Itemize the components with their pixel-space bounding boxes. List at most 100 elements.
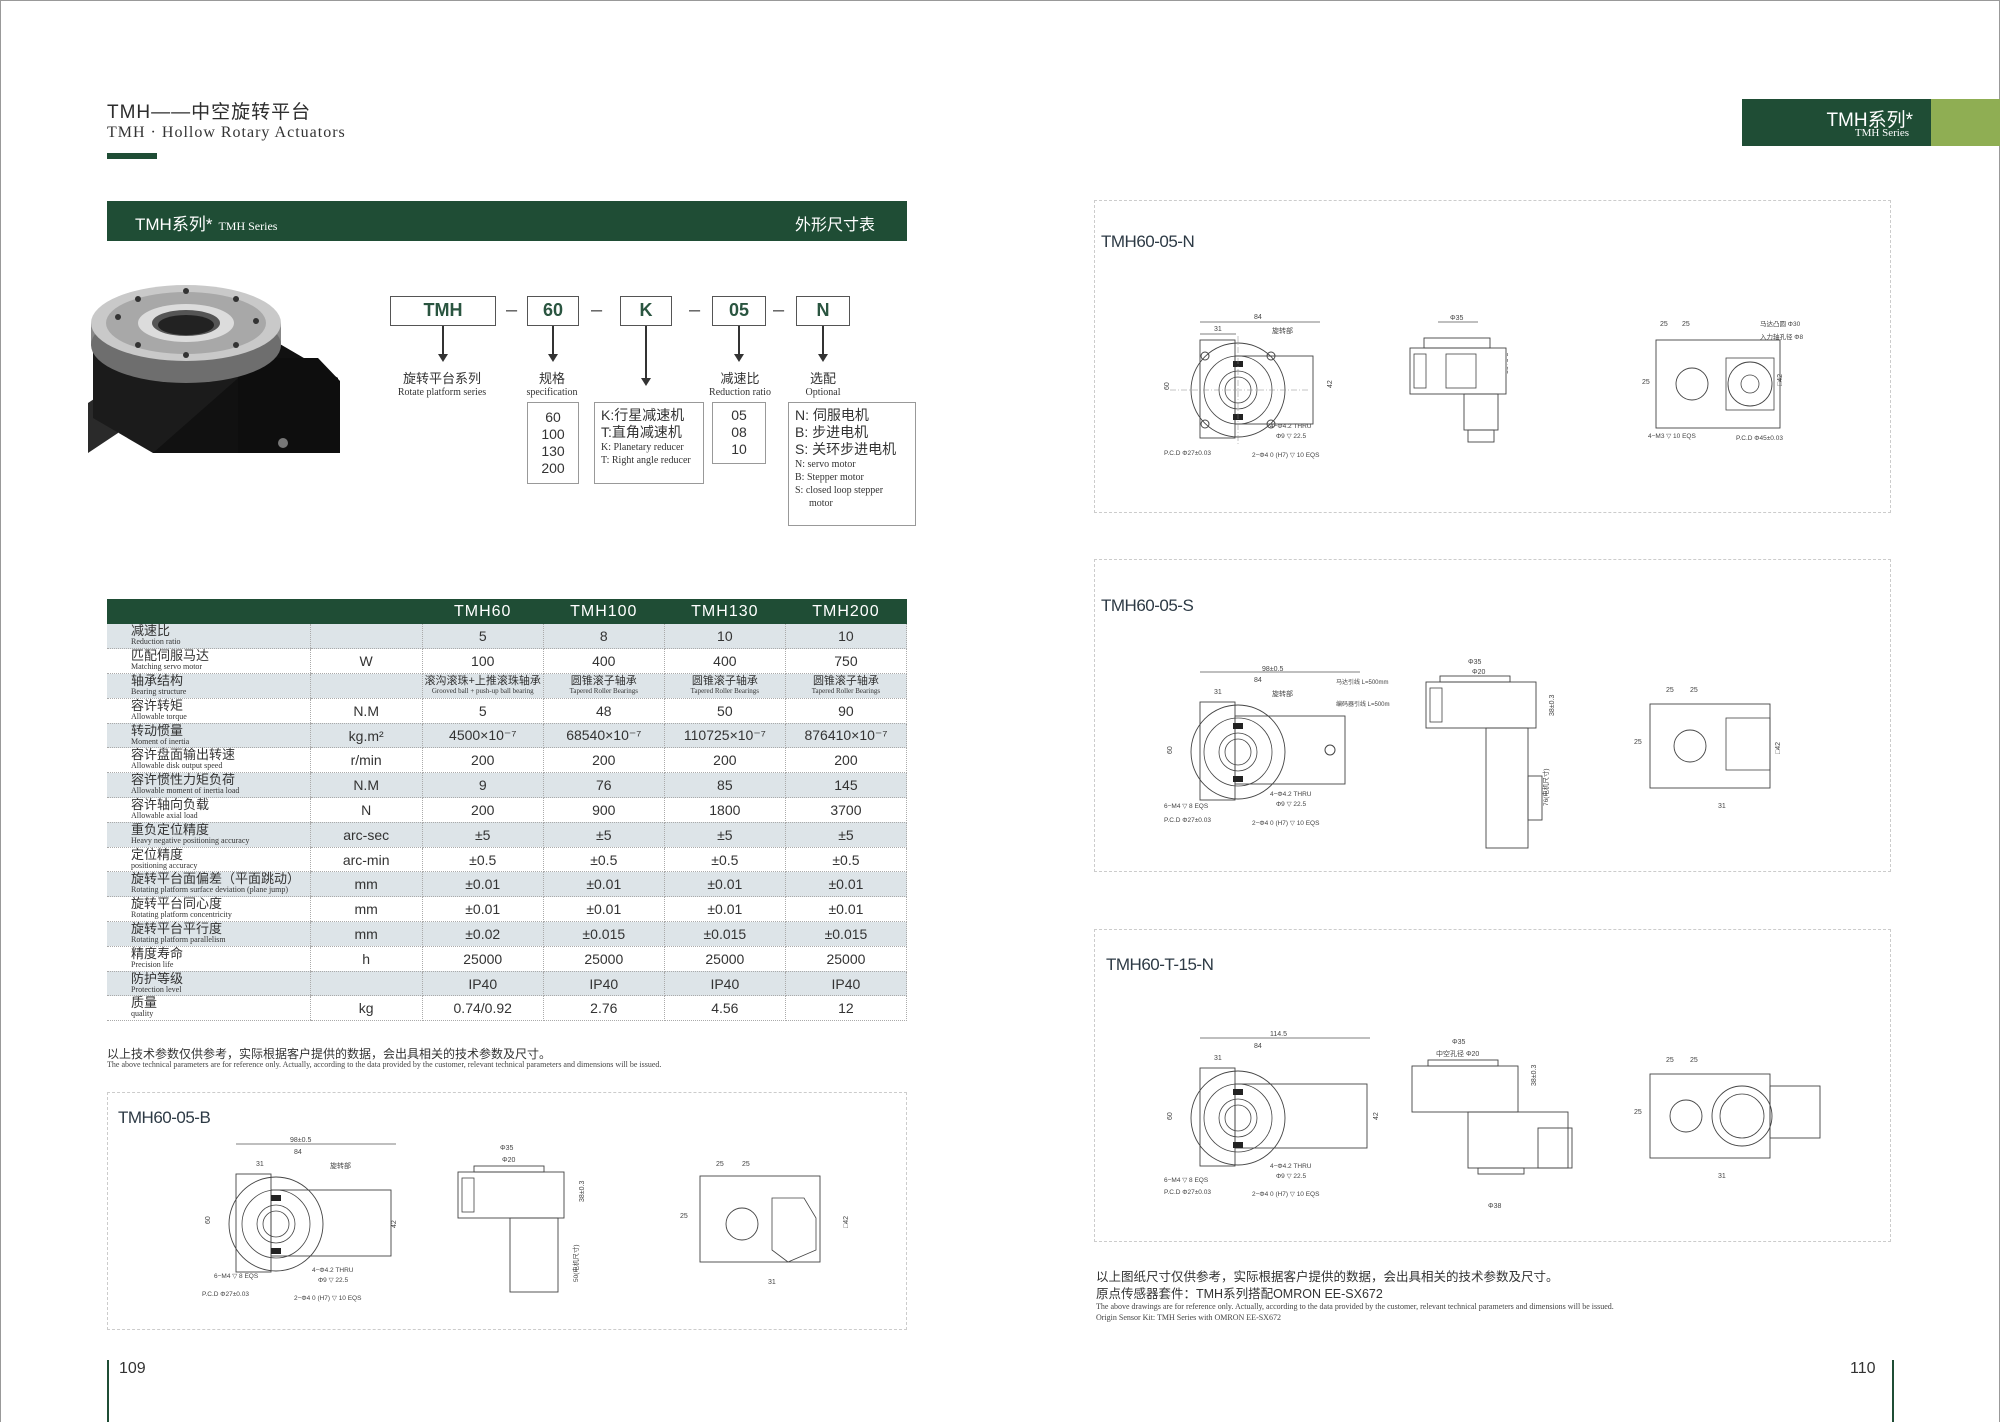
dim-label: 76(电机尺寸)	[1541, 768, 1550, 806]
dim-label: Φ9 ▽ 22.5	[318, 1277, 348, 1284]
spec-value: ±0.5	[664, 847, 786, 873]
dim-label: 38±0.3	[579, 1181, 586, 1202]
spec-note-en: The above technical parameters are for r…	[107, 1060, 662, 1069]
dim-label: 50(电机尺寸)	[571, 1244, 580, 1282]
code-reducer-box: K	[620, 296, 672, 326]
dim-label: P.C.D Φ45±0.03	[1736, 435, 1783, 442]
spec-value: 900	[543, 797, 665, 823]
front-view-drawing: 114.5 84 31 60 42 4−Φ4.2 THRU Φ9 ▽ 22.5 …	[1164, 1031, 1380, 1198]
dim-label: P.C.D Φ27±0.03	[202, 1291, 249, 1298]
spec-value: 5	[422, 698, 544, 724]
dim-label: 25	[1690, 1057, 1698, 1064]
spec-value: 750	[785, 648, 908, 675]
spec-value: 145	[785, 772, 908, 799]
spec-value: 0.74/0.92	[422, 995, 544, 1022]
dim-label: 4−Φ4.2 THRU	[1270, 791, 1312, 798]
col-header: TMH60	[422, 599, 544, 624]
dim-label: 31	[1718, 1173, 1726, 1180]
spec-note-zh: 以上技术参数仅供参考，实际根据客户提供的数据，会出具相关的技术参数及尺寸。	[107, 1047, 552, 1061]
dim-label: 31	[1214, 1055, 1222, 1062]
code-ratio-box: 05	[712, 296, 766, 326]
spec-value: 200	[664, 747, 786, 774]
section-banner: TMH系列*TMH Series 外形尺寸表	[107, 201, 907, 241]
spec-name: 旋转平台面偏差（平面跳动）Rotating platform surface d…	[107, 871, 311, 898]
spec-value: ±0.01	[785, 896, 908, 923]
spec-value: 85	[664, 772, 786, 799]
dim-label: 旋转部	[1272, 689, 1293, 698]
spec-row: 旋转平台面偏差（平面跳动）Rotating platform surface d…	[107, 871, 908, 898]
code-option-box: N	[796, 296, 850, 326]
dim-label: 60	[1167, 746, 1174, 754]
spec-unit: mm	[309, 921, 423, 947]
spec-unit: kg	[309, 995, 423, 1022]
dim-label: 马达凸圆 Φ30	[1760, 319, 1801, 328]
spec-value: ±0.02	[422, 921, 544, 947]
spec-value: ±0.015	[785, 921, 908, 947]
dim-label: 98±0.5	[290, 1137, 311, 1144]
spec-value: 200	[785, 747, 908, 774]
spec-value: ±0.015	[664, 921, 786, 947]
panel-title: TMH60-T-15-N	[1106, 955, 1214, 974]
page-border	[0, 0, 1, 1422]
drawing-panel	[107, 1092, 907, 1330]
spec-value: ±0.01	[422, 871, 544, 898]
spec-value: ±5	[543, 822, 665, 848]
dim-label: 马达引线 L=500mm	[1336, 678, 1389, 686]
dim-label: 31	[256, 1161, 264, 1168]
dim-label: Φ35	[1450, 315, 1463, 322]
series-tab: TMH系列* TMH Series	[1742, 99, 1931, 146]
spec-value: 4500×10⁻⁷	[422, 723, 544, 749]
dim-label: □42	[843, 1216, 850, 1228]
dim-label: 25	[742, 1161, 750, 1168]
dim-label: □42	[1775, 742, 1782, 754]
dim-label: 42	[1327, 380, 1334, 388]
front-view-drawing: 84 31 旋转部 60 42 4−Φ4.2 THRU Φ9 ▽ 22.5 2−…	[1164, 314, 1334, 459]
col-header: TMH200	[785, 599, 907, 624]
spec-value: IP40	[785, 971, 908, 997]
drawing-note-en: The above drawings are for reference onl…	[1096, 1302, 1614, 1311]
dim-label: 84	[1254, 1043, 1262, 1050]
spec-value: ±0.01	[664, 896, 786, 923]
page-border	[0, 0, 2000, 1]
dim-label: 31	[1214, 689, 1222, 696]
dim-label: 84	[1254, 677, 1262, 684]
spec-value: 25000	[543, 946, 665, 972]
panel-title: TMH60-05-S	[1101, 596, 1194, 615]
spec-unit	[309, 971, 423, 997]
col-header: TMH100	[543, 599, 665, 624]
spec-unit: h	[309, 946, 423, 972]
dim-label: 25	[716, 1161, 724, 1168]
arrow-line	[822, 326, 824, 354]
dim-label: 38±0.3	[1531, 1065, 1538, 1086]
spec-value: 48	[543, 698, 665, 724]
title-underline	[107, 153, 157, 159]
spec-value: 110725×10⁻⁷	[664, 723, 786, 749]
spec-value: 4.56	[664, 995, 786, 1022]
code-dash: –	[506, 299, 518, 321]
spec-value: IP40	[664, 971, 786, 997]
arrow-head	[818, 354, 828, 362]
code-series-box: TMH	[390, 296, 496, 326]
spec-value: ±5	[664, 822, 786, 848]
arrow-line	[738, 326, 740, 354]
spec-value: 1800	[664, 797, 786, 823]
spec-value: 76	[543, 772, 665, 799]
side-view-drawing: Φ35 38±0.3	[1409, 315, 1508, 443]
